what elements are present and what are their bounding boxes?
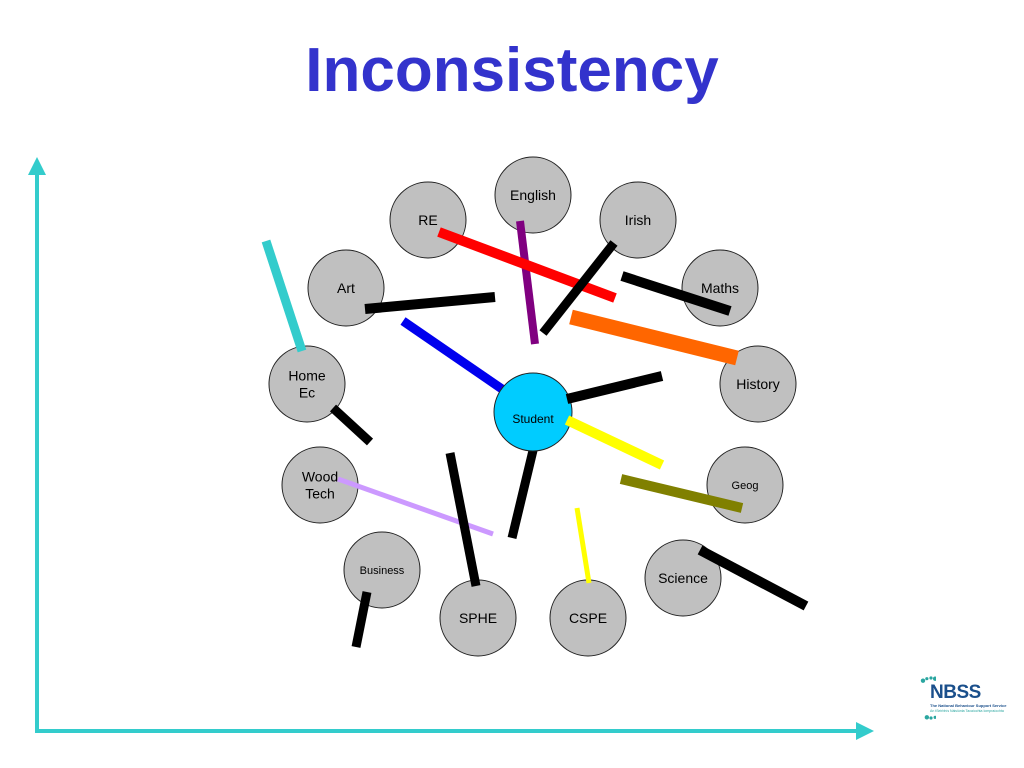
- logo-dot: [933, 715, 936, 719]
- subject-circle-maths: [681, 249, 759, 327]
- subject-label-art: Art: [337, 280, 355, 296]
- y-axis-arrowhead: [28, 157, 46, 175]
- subject-label-english: English: [510, 187, 556, 203]
- connector-bar-black-irish: [539, 240, 618, 336]
- subject-label-cspe: CSPE: [569, 610, 607, 626]
- logo-dot: [929, 716, 933, 720]
- subject-circle-home-ec: [268, 345, 346, 423]
- connector-bar-lavender: [337, 476, 494, 537]
- subject-label-maths: Maths: [701, 280, 739, 296]
- subject-label-wood-tech-line-1: Wood: [302, 468, 338, 484]
- logo-dot: [925, 677, 929, 681]
- connector-bar-black-student-down: [507, 436, 541, 540]
- nbss-logo: NBSS The National Behaviour Support Serv…: [906, 672, 1018, 724]
- logo-tagline: The National Behaviour Support Service: [930, 703, 1007, 708]
- axes: [28, 157, 874, 740]
- connector-bar-yellow-cspe: [574, 507, 592, 584]
- connector-bar-olive: [619, 474, 744, 513]
- subject-node-geog: Geog: [706, 446, 784, 524]
- subject-node-irish: Irish: [599, 181, 677, 259]
- subject-label-business: Business: [360, 565, 405, 577]
- subject-node-science: Science: [644, 539, 722, 617]
- x-axis-arrowhead: [856, 722, 874, 740]
- subject-label-wood-tech-line-2: Tech: [305, 485, 335, 501]
- connector-bars: [261, 220, 809, 648]
- connector-bar-black-science: [697, 545, 809, 611]
- logo-name: NBSS: [930, 682, 981, 703]
- subject-label-re: RE: [418, 212, 437, 228]
- connector-bar-yellow: [564, 415, 665, 470]
- slide-title: Inconsistency: [305, 36, 719, 105]
- subject-node-maths: Maths: [681, 249, 759, 327]
- student-label: Student: [512, 412, 554, 426]
- subject-node-sphe: SPHE: [439, 579, 517, 657]
- subject-label-science: Science: [658, 570, 708, 586]
- subject-circle-english: [494, 156, 572, 234]
- connector-bar-red: [437, 227, 617, 303]
- subject-circle-science: [644, 539, 722, 617]
- subject-circle-business: [343, 531, 421, 609]
- subject-circle-irish: [599, 181, 677, 259]
- connector-bar-black-homeec: [329, 404, 374, 446]
- subject-label-home-ec-line-2: Ec: [299, 384, 315, 400]
- connector-bar-black-history: [565, 371, 664, 404]
- logo-subtitle: An tSeirbhís Náisiúnta Tacaíochta Iompra…: [930, 709, 1004, 713]
- subject-node-history: History: [719, 345, 797, 423]
- connector-bar-blue: [400, 317, 505, 393]
- connector-bar-teal: [261, 239, 307, 353]
- connector-bar-black-art: [364, 292, 496, 314]
- subject-node-re: RE: [389, 181, 467, 259]
- connector-bar-black-sphe: [445, 452, 481, 587]
- subject-node-cspe: CSPE: [549, 579, 627, 657]
- logo-dot: [920, 678, 926, 683]
- connector-bar-black-maths: [620, 271, 732, 316]
- student-node-layer: Student: [493, 371, 665, 470]
- connector-bar-orange: [569, 309, 739, 366]
- subject-node-art: Art: [307, 249, 385, 327]
- logo-dot: [924, 715, 930, 720]
- nbss-logo-dots-icon: [920, 676, 936, 720]
- subject-label-irish: Irish: [625, 212, 651, 228]
- subject-label-history: History: [736, 376, 780, 392]
- logo-dot: [932, 676, 936, 681]
- subject-label-home-ec-line-1: Home: [288, 367, 326, 383]
- subject-label-sphe: SPHE: [459, 610, 497, 626]
- subject-node-english: English: [494, 156, 572, 234]
- student-node: [493, 372, 573, 452]
- connector-bar-purple: [516, 220, 539, 345]
- subject-node-business: Business: [343, 531, 421, 609]
- subject-label-geog: Geog: [732, 480, 759, 492]
- subject-circle-history: [719, 345, 797, 423]
- logo-dot: [929, 676, 933, 680]
- connector-bar-black-business: [351, 591, 372, 648]
